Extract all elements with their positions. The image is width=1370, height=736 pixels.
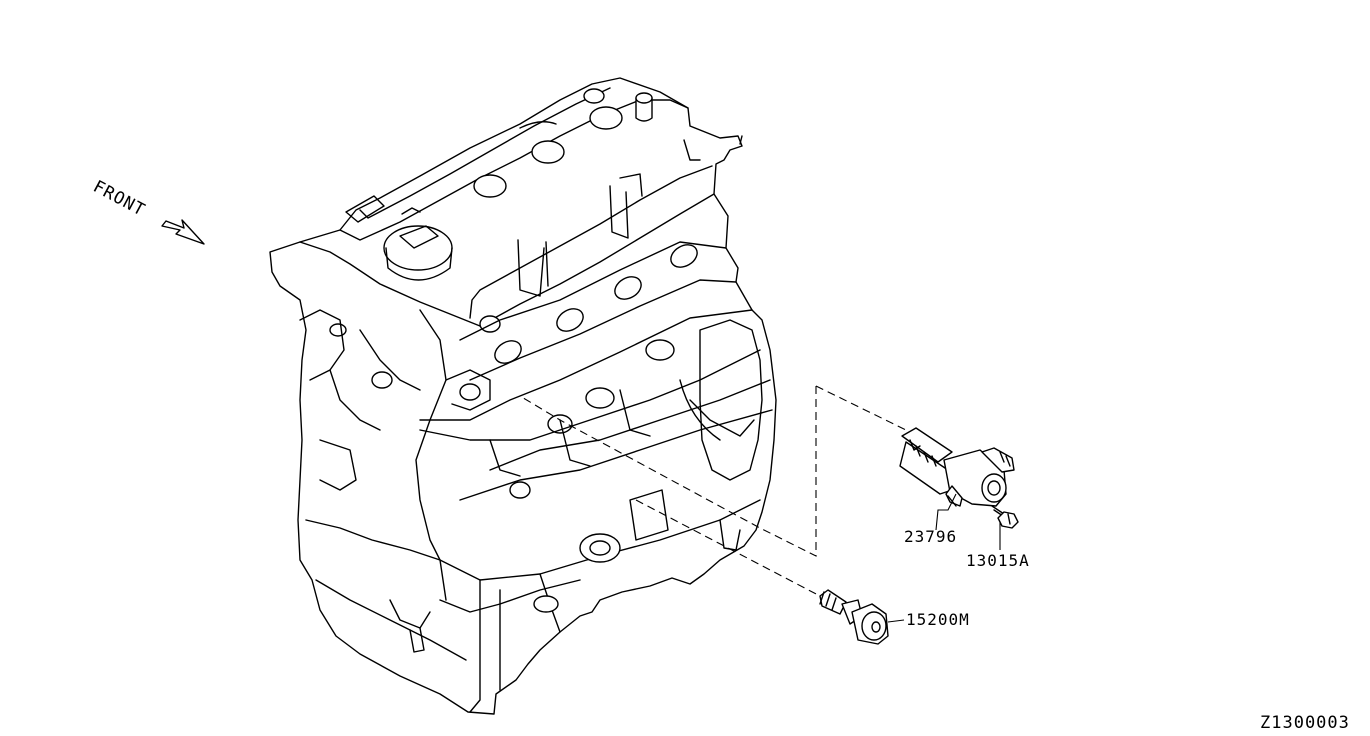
plug-15200M [819,589,889,645]
part-number-15200M: 15200M [906,610,970,629]
figure-code: Z1300003 [1260,713,1350,733]
part-number-23796: 23796 [904,527,957,546]
callout-lines [887,493,1001,623]
part-number-labels: 23796 13015A 15200M [904,527,1030,629]
front-indicator: FRONT [90,177,205,245]
part-number-13015A: 13015A [966,551,1030,570]
solenoid-valve-23796 [899,427,1015,507]
engine-block-illustration [269,77,777,715]
bolt-13015A [991,505,1019,529]
assembly-leader-lines [519,385,907,597]
front-arrow-icon [161,219,205,245]
cam-plug-icons [345,88,653,223]
front-label: FRONT [90,177,149,221]
oil-filler-cap-icon [383,207,453,281]
